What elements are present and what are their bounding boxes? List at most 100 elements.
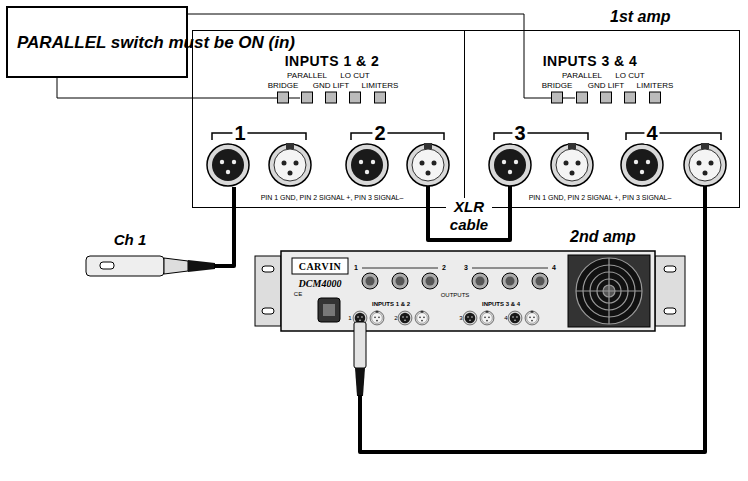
rack-slot — [664, 308, 676, 314]
cable — [360, 186, 705, 452]
amp-panel: INPUTS 1 & 2 PIN 1 GND, PIN 2 SIGNAL +, P… — [192, 30, 740, 208]
plug-body — [354, 322, 366, 368]
channel-label: Ch 1 — [114, 232, 147, 249]
leader-line — [57, 78, 300, 98]
xlr-male-jack — [508, 311, 522, 325]
output-bracket — [362, 268, 548, 269]
speakon-jack — [532, 273, 548, 289]
speakon-jack — [472, 273, 488, 289]
bracket — [494, 133, 588, 140]
input-number: 1 — [348, 315, 351, 322]
switch — [278, 92, 289, 103]
power-inlet — [318, 298, 340, 322]
xlr-female-jack — [407, 143, 449, 186]
brand-logo: CARVIN — [299, 261, 342, 272]
switch-label: PARALLEL — [562, 72, 602, 81]
input-heading: INPUTS 3 & 4 — [482, 301, 520, 308]
amp-body — [281, 251, 655, 331]
switch — [601, 92, 612, 103]
xlr-female-jack — [684, 143, 726, 186]
xlr-female-jack — [269, 143, 311, 186]
switch-label: LO CUT — [615, 72, 644, 81]
plug-body — [86, 256, 164, 276]
plug-collar — [164, 258, 188, 274]
output-heading: OUTPUTS — [441, 292, 470, 299]
section-heading: INPUTS 3 & 4 — [543, 53, 638, 69]
callout-box: PARALLEL switch must be ON (in) — [6, 6, 188, 78]
switch-label: GND LIFT — [313, 82, 349, 91]
xlr-female-jack — [370, 311, 384, 325]
switch-label: LIMITERS — [362, 82, 399, 91]
switch — [350, 92, 361, 103]
speakon-jack — [422, 273, 438, 289]
strain-relief — [355, 368, 365, 396]
switch-label: LIMITERS — [637, 82, 674, 91]
output-number: 3 — [464, 264, 468, 272]
rack-slot — [664, 266, 676, 272]
power-inlet-socket — [323, 304, 335, 316]
xlr-female-jack — [415, 311, 429, 325]
bracket — [212, 133, 306, 140]
xlr-plug — [86, 256, 215, 276]
xlr-male-jack — [346, 144, 388, 186]
xlr-male-jack — [489, 144, 531, 186]
input-number: 4 — [644, 122, 659, 144]
logo-plate — [292, 258, 348, 274]
input-heading: INPUTS 1 & 2 — [372, 301, 410, 308]
fan-frame — [568, 255, 650, 327]
leader-line — [188, 14, 575, 98]
input-section: INPUTS 3 & 4 PIN 1 GND, PIN 2 SIGNAL +, P… — [465, 30, 740, 208]
xlr-female-jack — [480, 311, 494, 325]
rack-ear — [255, 256, 281, 326]
cert-mark: CE — [294, 291, 302, 298]
fan-grill — [576, 258, 642, 324]
switch-label: BRIDGE — [542, 82, 573, 91]
strain-relief — [188, 260, 215, 272]
model-name: DCM4000 — [299, 278, 342, 289]
plug-latch — [100, 262, 114, 269]
input-number: 2 — [372, 122, 387, 144]
switch — [375, 92, 386, 103]
xlr-male-jack — [463, 311, 477, 325]
input-number: 3 — [459, 315, 462, 322]
switch-row — [278, 92, 661, 103]
bracket — [626, 133, 721, 140]
rack-slot — [262, 308, 274, 314]
switch-label: PARALLEL — [287, 72, 327, 81]
xlr-plug — [354, 322, 366, 396]
switch — [650, 92, 661, 103]
amp-heading: 2nd amp — [570, 228, 636, 246]
section-heading: INPUTS 1 & 2 — [285, 53, 380, 69]
xlr-female-jack — [551, 143, 593, 186]
switch — [302, 92, 313, 103]
switch-label: LO CUT — [340, 72, 369, 81]
xlr-male-jack — [398, 311, 412, 325]
output-number: 1 — [354, 264, 358, 272]
cable-label: XLR cable — [446, 198, 492, 234]
cable — [428, 186, 510, 240]
switch — [326, 92, 337, 103]
xlr-female-jack — [525, 311, 539, 325]
amplifier-rear — [255, 251, 685, 331]
cable — [214, 187, 234, 266]
rack-ear — [655, 256, 685, 326]
input-number: 1 — [232, 122, 247, 144]
speakon-jack — [362, 273, 378, 289]
switch-label: BRIDGE — [268, 82, 299, 91]
rack-slot — [262, 266, 274, 272]
callout-text: PARALLEL switch must be ON (in) — [17, 32, 177, 53]
input-number: 2 — [394, 315, 397, 322]
bracket — [351, 133, 444, 140]
input-section: INPUTS 1 & 2 PIN 1 GND, PIN 2 SIGNAL +, P… — [192, 30, 465, 208]
switch — [552, 92, 563, 103]
output-number: 2 — [442, 264, 446, 272]
pin-note: PIN 1 GND, PIN 2 SIGNAL +, PIN 3 SIGNAL– — [529, 194, 672, 201]
amp-heading: 1st amp — [610, 8, 670, 26]
xlr-male-jack — [207, 144, 249, 186]
input-number: 4 — [504, 315, 507, 322]
speakon-jack — [502, 273, 518, 289]
switch — [625, 92, 636, 103]
output-number: 4 — [552, 264, 556, 272]
pin-note: PIN 1 GND, PIN 2 SIGNAL +, PIN 3 SIGNAL– — [261, 194, 404, 201]
